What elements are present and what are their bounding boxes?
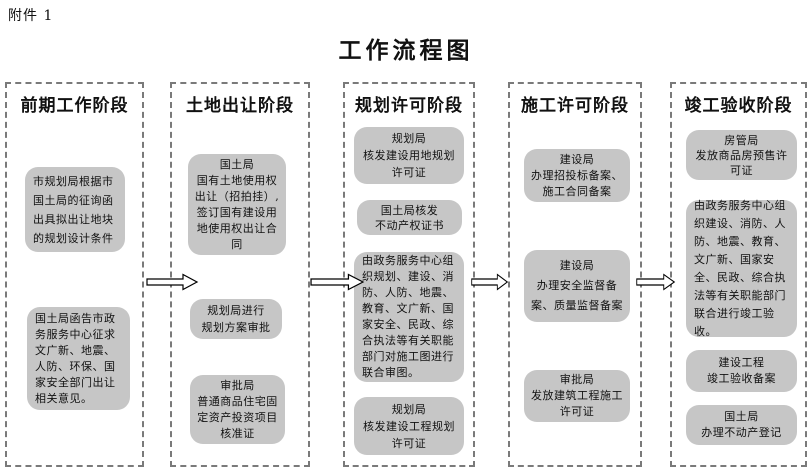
flow-arrow-icon	[146, 273, 199, 291]
flow-box: 房管局 发放商品房预售许可证	[686, 130, 797, 180]
flow-box: 由政务服务中心组织规划、建设、消防、人防、地震、教育、文广新、国家安全、民政、综…	[354, 252, 464, 382]
flow-box: 市规划局根据市国土局的征询函出具拟出让地块的规划设计条件	[25, 167, 125, 252]
stage-header: 土地出让阶段	[186, 96, 294, 116]
page-title: 工作流程图	[338, 37, 474, 64]
flow-box: 建设工程 竣工验收备案	[686, 350, 797, 392]
stage-column-completion-acceptance: 竣工验收阶段 房管局 发放商品房预售许可证 由政务服务中心组织建设、消防、人防、…	[670, 82, 807, 467]
stage-column-preliminary: 前期工作阶段 市规划局根据市国土局的征询函出具拟出让地块的规划设计条件 国土局函…	[5, 82, 144, 467]
flow-box: 审批局 普通商品住宅固定资产投资项目核准证	[190, 375, 285, 444]
flow-box: 建设局 办理安全监督备案、质量监督备案	[524, 250, 630, 322]
flow-arrow-icon	[636, 273, 676, 291]
stage-header: 规划许可阶段	[355, 96, 463, 116]
stage-header: 施工许可阶段	[521, 96, 629, 116]
stage-column-planning-permit: 规划许可阶段 规划局 核发建设用地规划许可证 国土局核发 不动产权证书 由政务服…	[343, 82, 475, 467]
flow-box: 审批局 发放建筑工程施工许可证	[524, 370, 630, 422]
flow-box: 建设局 办理招投标备案、施工合同备案	[524, 149, 630, 202]
stage-header: 前期工作阶段	[20, 96, 129, 116]
stage-column-construction-permit: 施工许可阶段 建设局 办理招投标备案、施工合同备案 建设局 办理安全监督备案、质…	[508, 82, 642, 467]
flow-box: 规划局 核发建设工程规划许可证	[354, 397, 464, 455]
flow-box: 国土局 办理不动产登记	[686, 405, 797, 445]
flow-box: 规划局 核发建设用地规划许可证	[354, 127, 464, 184]
flow-box: 国土局函告市政务服务中心征求文广新、地震、人防、环保、国家安全部门出让相关意见。	[27, 307, 130, 410]
attachment-label: 附件 1	[8, 8, 54, 24]
stage-header: 竣工验收阶段	[684, 96, 793, 116]
flow-box: 由政务服务中心组织建设、消防、人防、地震、教育、文广新、国家安全、民政、综合执法…	[686, 199, 797, 338]
flow-box: 国土局 国有土地使用权出让（招拍挂）,签订国有建设用地使用权出让合同	[188, 154, 286, 255]
flow-arrow-icon	[310, 273, 365, 291]
flow-box: 规划局进行 规划方案审批	[190, 299, 282, 339]
flow-box: 国土局核发 不动产权证书	[357, 200, 462, 235]
flow-arrow-icon	[471, 273, 509, 291]
stage-column-land-transfer: 土地出让阶段 国土局 国有土地使用权出让（招拍挂）,签订国有建设用地使用权出让合…	[170, 82, 310, 467]
